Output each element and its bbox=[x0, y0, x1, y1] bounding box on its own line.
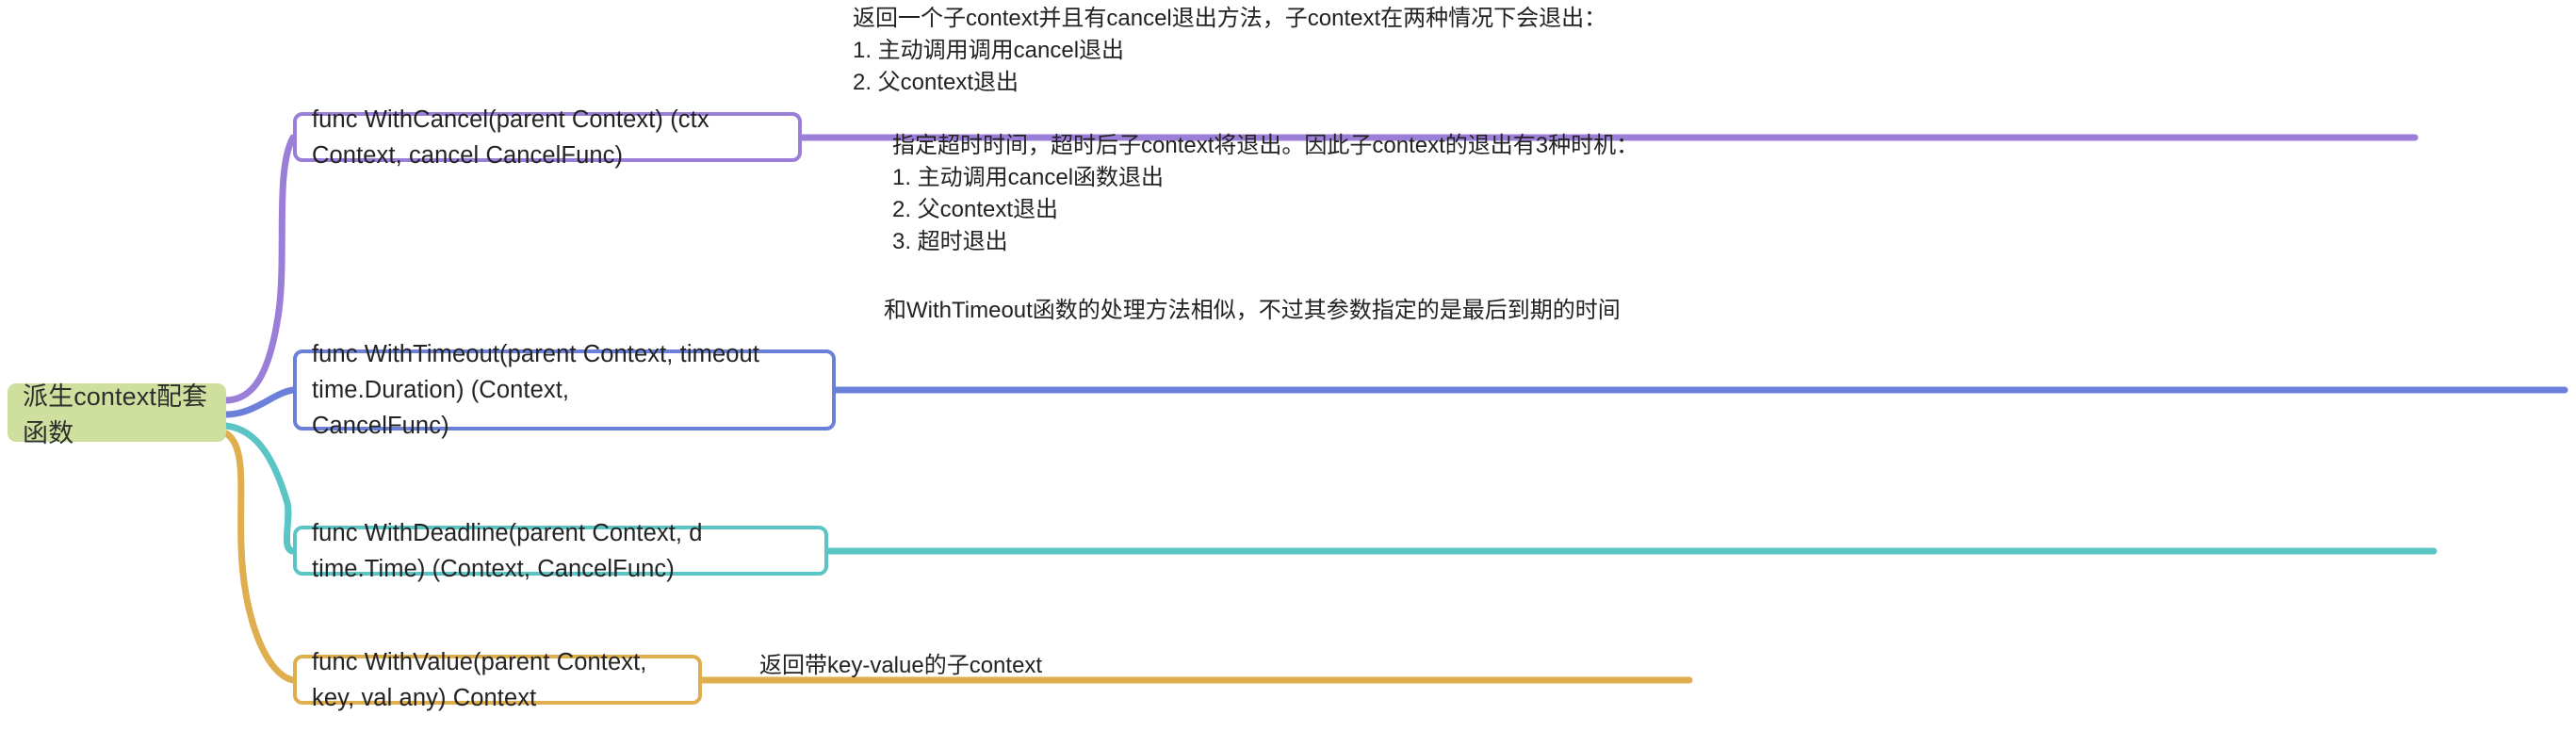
connector-with-deadline bbox=[222, 422, 297, 555]
node-with-value[interactable]: func WithValue(parent Context, key, val … bbox=[293, 649, 702, 711]
root-node[interactable]: 派生context配套函数 bbox=[8, 382, 226, 447]
node-with-deadline[interactable]: func WithDeadline(parent Context, d time… bbox=[293, 520, 828, 582]
connector-with-timeout bbox=[222, 386, 297, 418]
node-with-timeout-label: func WithTimeout(parent Context, timeout… bbox=[312, 341, 760, 439]
root-node-label: 派生context配套函数 bbox=[23, 382, 208, 447]
node-with-deadline-label: func WithDeadline(parent Context, d time… bbox=[312, 519, 703, 582]
note-with-value: 返回带key-value的子context bbox=[759, 653, 1043, 678]
node-with-cancel-label: func WithCancel(parent Context) (ctx Con… bbox=[312, 106, 709, 169]
note-with-timeout: 指定超时时间，超时后子context将退出。因此子context的退出有3种时机… bbox=[892, 133, 1639, 254]
note-with-cancel: 返回一个子context并且有cancel退出方法，子context在两种情况下… bbox=[853, 6, 1607, 95]
node-with-cancel[interactable]: func WithCancel(parent Context) (ctx Con… bbox=[293, 106, 802, 169]
note-with-deadline: 和WithTimeout函数的处理方法相似，不过其参数指定的是最后到期的时间 bbox=[884, 298, 1621, 323]
connector-with-value bbox=[222, 430, 297, 684]
connector-with-cancel bbox=[222, 134, 297, 404]
node-with-value-label: func WithValue(parent Context, key, val … bbox=[312, 648, 647, 711]
node-with-timeout[interactable]: func WithTimeout(parent Context, timeout… bbox=[293, 341, 836, 439]
